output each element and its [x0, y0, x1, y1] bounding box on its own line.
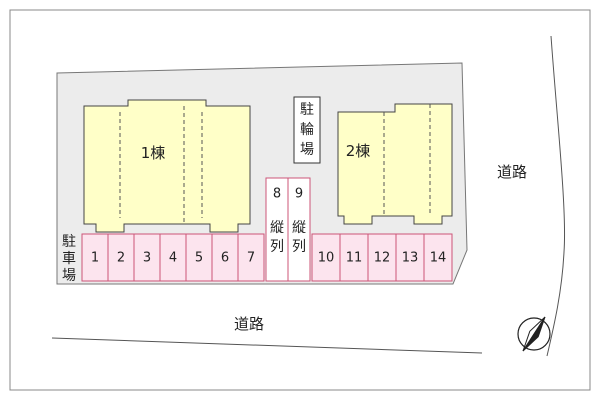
- bicycle-parking-char-3: 場: [300, 142, 314, 158]
- bicycle-parking: 駐 輪 場: [293, 96, 321, 164]
- bottom-road-label: 道路: [234, 315, 264, 333]
- parking-space-11: [339, 233, 369, 282]
- building-2-outline: [337, 103, 453, 225]
- parking-tandem: 8 9 縦 列 縦 列: [265, 177, 311, 282]
- building-1-label: 1棟: [141, 144, 166, 162]
- parking-number-6: 6: [221, 251, 229, 266]
- parking-number-9: 9: [295, 187, 303, 202]
- parking-space-3: [133, 233, 161, 282]
- parking-space-9: [287, 177, 311, 282]
- parking-space-10: [311, 233, 341, 282]
- parking-lot-char-3: 場: [62, 268, 76, 284]
- parking-number-2: 2: [117, 251, 125, 266]
- north-compass-icon: [517, 316, 551, 352]
- parking-number-1: 1: [91, 251, 99, 266]
- tandem-8-char-1: 縦: [270, 220, 284, 236]
- parking-lot-char-2: 車: [62, 250, 76, 267]
- parking-space-6: [211, 233, 239, 282]
- tandem-8-char-2: 列: [270, 239, 284, 255]
- parking-number-13: 13: [402, 251, 419, 266]
- building-2: 2棟: [337, 103, 453, 225]
- parking-row-left: 1 2 3 4 5 6 7: [81, 233, 265, 282]
- right-road-label: 道路: [497, 163, 527, 181]
- parking-number-12: 12: [374, 251, 391, 266]
- bicycle-parking-box: [293, 96, 321, 164]
- parking-row-right: 10 11 12 13 14: [311, 233, 453, 282]
- parking-number-11: 11: [346, 251, 363, 266]
- parking-number-5: 5: [195, 251, 203, 266]
- tandem-9-char-1: 縦: [292, 220, 306, 236]
- parking-number-14: 14: [430, 251, 447, 266]
- bottom-road-line: [51, 337, 483, 354]
- parking-number-3: 3: [143, 251, 151, 266]
- parking-space-13: [395, 233, 425, 282]
- parking-space-12: [367, 233, 397, 282]
- parking-number-4: 4: [169, 251, 177, 266]
- right-road-line: [546, 35, 566, 357]
- tandem-9-char-2: 列: [292, 239, 306, 255]
- parking-space-7: [237, 233, 265, 282]
- parking-lot-char-1: 駐: [62, 234, 76, 250]
- parking-space-4: [159, 233, 187, 282]
- building-1: 1棟: [83, 99, 251, 233]
- parking-lot-label: 駐 車 場: [62, 234, 76, 284]
- parking-number-8: 8: [273, 187, 281, 202]
- parking-space-14: [423, 233, 453, 282]
- parking-space-5: [185, 233, 213, 282]
- building-1-outline: [83, 99, 251, 233]
- building-2-label: 2棟: [346, 142, 371, 160]
- bicycle-parking-char-2: 輪: [300, 121, 314, 138]
- parking-number-10: 10: [318, 251, 335, 266]
- parking-space-1: [81, 233, 109, 282]
- compass-needle-black: [522, 316, 546, 352]
- parking-number-7: 7: [247, 251, 255, 266]
- bicycle-parking-char-1: 駐: [300, 102, 314, 118]
